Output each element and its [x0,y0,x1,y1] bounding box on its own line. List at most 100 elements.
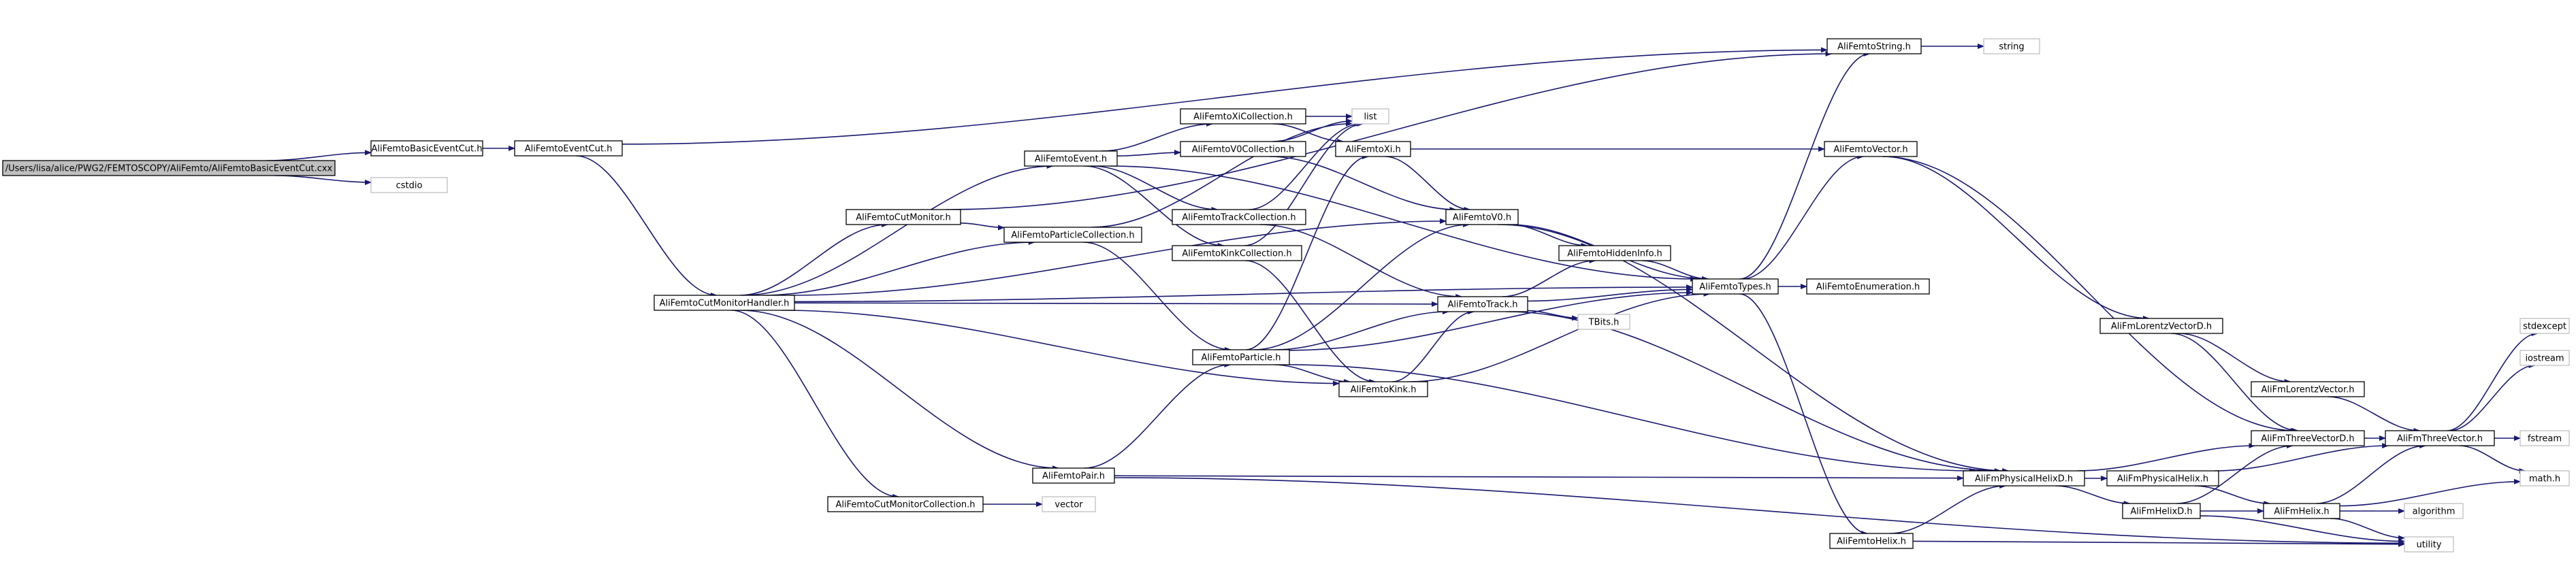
node-cutMonitor[interactable]: AliFemtoCutMonitor.h [846,209,961,225]
edge-cutMonitorHandler-to-cutMonitorCollection [730,310,900,499]
edge-particleCollection-to-list [1091,120,1353,228]
edge-helixD-to-utility [2200,515,2405,544]
node-label-physicalHelix: AliFmPhysicalHelix.h [2117,474,2208,484]
node-femtoPair[interactable]: AliFemtoPair.h [1032,467,1115,484]
node-femtoXi[interactable]: AliFemtoXi.h [1335,141,1411,157]
node-label-v0Collection: AliFemtoV0Collection.h [1192,145,1294,155]
node-box-eventCut [514,140,623,156]
node-stdexcept: stdexcept [2519,318,2570,334]
edge-femtoHelix-to-utility [1912,540,2405,547]
node-label-femtoPair: AliFemtoPair.h [1042,472,1105,482]
node-kinkCollection[interactable]: AliFemtoKinkCollection.h [1172,245,1302,261]
node-eventCut[interactable]: AliFemtoEventCut.h [514,140,623,156]
node-box-physicalHelixD [1963,470,2085,487]
node-v0Collection[interactable]: AliFemtoV0Collection.h [1180,141,1306,157]
node-enumeration[interactable]: AliFemtoEnumeration.h [1806,278,1930,295]
edge-femtoTrack-to-physicalHelixD [1506,311,2001,474]
node-box-cutMonitorCollection [827,496,984,512]
node-femtoKink[interactable]: AliFemtoKink.h [1338,381,1428,397]
node-label-utility: utility [2417,540,2442,550]
node-label-event: AliFemtoEvent.h [1035,154,1107,165]
edge-femtoVector-to-lorentzVectorD [1883,156,2150,321]
node-box-fmHelix [2263,503,2340,519]
node-box-femtoParticle [1192,349,1290,365]
node-label-femtoHelix: AliFemtoHelix.h [1837,537,1906,547]
node-femtoV0[interactable]: AliFemtoV0.h [1445,209,1519,225]
node-box-enumeration [1806,278,1930,295]
node-box-trackCollection [1172,209,1306,225]
edge-femtoParticle-to-femtoTypes [1289,290,1693,351]
node-box-femtoString [1826,38,1922,54]
node-label-femtoParticle: AliFemtoParticle.h [1202,353,1281,363]
node-femtoTypes[interactable]: AliFemtoTypes.h [1692,278,1779,295]
node-label-femtoKink: AliFemtoKink.h [1351,385,1417,395]
node-label-lorentzVectorD: AliFmLorentzVectorD.h [2111,322,2212,332]
edge-threeVector-to-stdexcept [2447,331,2539,431]
node-box-string [1983,38,2040,54]
node-femtoTrack[interactable]: AliFemtoTrack.h [1437,296,1528,312]
node-xiCollection[interactable]: AliFemtoXiCollection.h [1180,108,1306,125]
node-box-stdexcept [2519,318,2570,334]
node-fstream: fstream [2519,430,2570,446]
node-label-femtoTrack: AliFemtoTrack.h [1448,300,1518,310]
node-mathH: math.h [2519,470,2570,487]
node-femtoHelix[interactable]: AliFemtoHelix.h [1829,533,1914,549]
node-box-kinkCollection [1172,245,1302,261]
node-label-femtoVector: AliFemtoVector.h [1833,145,1907,155]
node-label-cstdio: cstdio [396,181,423,191]
edge-root-to-cstdio [274,175,372,185]
node-label-root: /Users/lisa/alice/PWG2/FEMTOSCOPY/AliFem… [5,164,333,174]
graph-nodes: /Users/lisa/alice/PWG2/FEMTOSCOPY/AliFem… [2,38,2570,553]
node-threeVectorD[interactable]: AliFmThreeVectorD.h [2251,430,2365,446]
node-label-tbits: TBits.h [1588,318,1620,328]
node-label-string: string [1999,42,2024,52]
node-femtoVector[interactable]: AliFemtoVector.h [1824,141,1918,157]
node-cutMonitorCollection[interactable]: AliFemtoCutMonitorCollection.h [827,496,984,512]
edge-femtoTrack-to-hiddenInfo [1502,258,1596,297]
edge-lorentzVectorD-to-threeVectorD [2171,333,2299,433]
node-helixD[interactable]: AliFmHelixD.h [2122,503,2201,519]
node-label-vector: vector [1054,500,1083,510]
node-label-kinkCollection: AliFemtoKinkCollection.h [1182,249,1291,259]
node-box-femtoKink [1338,381,1428,397]
node-label-xiCollection: AliFemtoXiCollection.h [1193,112,1293,122]
node-label-cutMonitor: AliFemtoCutMonitor.h [856,213,951,223]
node-hiddenInfo[interactable]: AliFemtoHiddenInfo.h [1558,245,1671,261]
node-physicalHelixD[interactable]: AliFmPhysicalHelixD.h [1963,470,2085,487]
node-femtoString[interactable]: AliFemtoString.h [1826,38,1922,54]
node-box-threeVectorD [2251,430,2365,446]
node-cutMonitorHandler[interactable]: AliFemtoCutMonitorHandler.h [654,295,795,311]
node-lorentzVectorD[interactable]: AliFmLorentzVectorD.h [2099,318,2223,334]
edge-cutMonitor-to-femtoString [946,51,1833,210]
node-physicalHelix[interactable]: AliFmPhysicalHelix.h [2106,470,2219,487]
node-event[interactable]: AliFemtoEvent.h [1024,150,1118,167]
edge-femtoTypes-to-femtoString [1739,51,1871,280]
node-lorentzVector[interactable]: AliFmLorentzVector.h [2251,381,2365,397]
node-box-vector [1042,496,1096,512]
edge-event-to-kinkCollection [1084,165,1225,248]
node-box-v0Collection [1180,141,1306,157]
edge-femtoParticle-to-femtoTrack [1275,309,1449,350]
node-particleCollection[interactable]: AliFemtoParticleCollection.h [1003,227,1142,243]
edge-femtoPair-to-femtoParticle [1084,362,1231,469]
edge-event-to-v0Collection [1116,150,1181,156]
node-algorithm: algorithm [2404,503,2464,519]
node-box-threeVector [2385,430,2495,446]
edge-femtoV0-to-hiddenInfo [1509,224,1588,248]
node-femtoParticle[interactable]: AliFemtoParticle.h [1192,349,1290,365]
node-fmHelix[interactable]: AliFmHelix.h [2263,503,2340,519]
node-label-helixD: AliFmHelixD.h [2130,507,2192,517]
edge-femtoHelix-to-physicalHelixD [1889,483,2007,534]
node-threeVector[interactable]: AliFmThreeVector.h [2385,430,2495,446]
node-basicEventCut[interactable]: AliFemtoBasicEventCut.h [370,140,483,156]
edge-threeVector-to-mathH [2459,445,2526,474]
node-vector: vector [1042,496,1096,512]
node-label-cutMonitorCollection: AliFemtoCutMonitorCollection.h [835,500,975,510]
node-root[interactable]: /Users/lisa/alice/PWG2/FEMTOSCOPY/AliFem… [2,160,336,176]
node-trackCollection[interactable]: AliFemtoTrackCollection.h [1172,209,1306,225]
node-cstdio: cstdio [370,177,448,193]
node-box-algorithm [2404,503,2464,519]
edge-fmHelix-to-threeVector [2315,443,2427,504]
edge-femtoParticle-to-femtoKink [1274,364,1351,384]
